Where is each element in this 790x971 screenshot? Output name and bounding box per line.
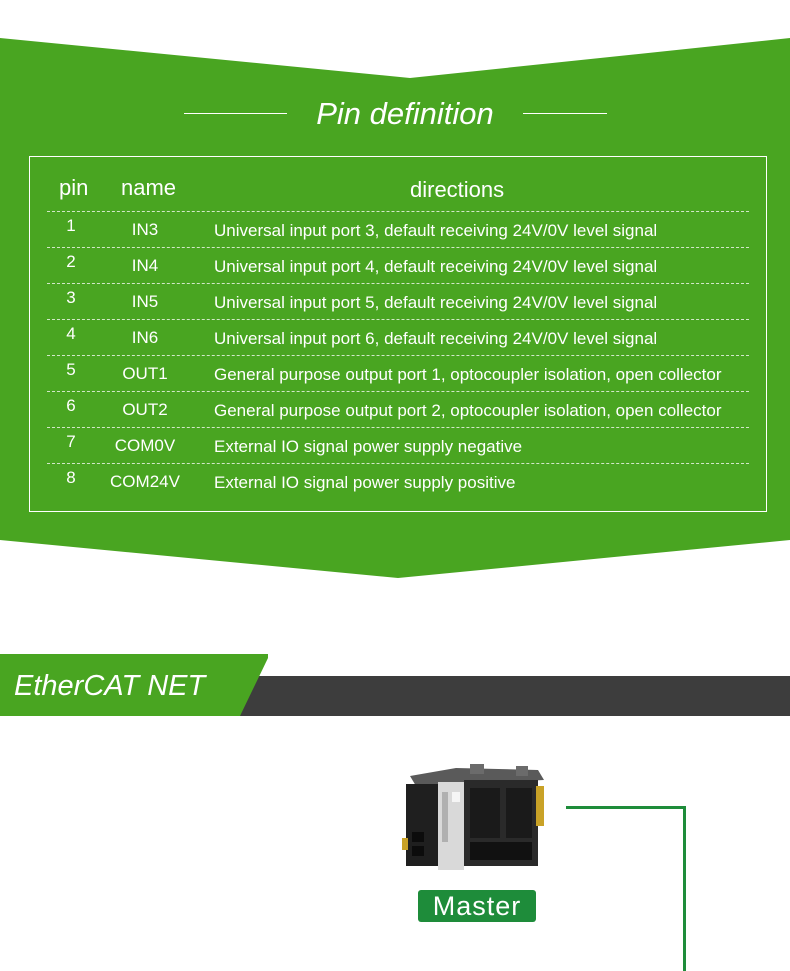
table-row: 6 OUT2 General purpose output port 2, op… — [47, 391, 749, 427]
table-row: 1 IN3 Universal input port 3, default re… — [47, 211, 749, 247]
header-pin: pin — [59, 175, 89, 200]
pin-name: IN3 — [131, 220, 159, 239]
pin-table: pin name directions 1 IN3 Universal inpu… — [29, 156, 767, 512]
pin-number: 1 — [66, 216, 76, 235]
pin-name: OUT1 — [122, 364, 168, 383]
pin-number: 3 — [66, 288, 76, 307]
header-name: name — [121, 175, 177, 200]
pin-number: 6 — [66, 396, 76, 415]
pin-direction: General purpose output port 2, optocoupl… — [214, 401, 722, 420]
pin-name: IN6 — [131, 328, 159, 347]
pin-number: 5 — [66, 360, 76, 379]
pin-number: 4 — [66, 324, 76, 343]
pin-direction: Universal input port 4, default receivin… — [214, 257, 658, 276]
table-row: 8 COM24V External IO signal power supply… — [47, 463, 749, 499]
title-divider-left — [184, 113, 287, 114]
section-title: Pin definition — [0, 92, 790, 136]
ethercat-title: EtherCAT NET — [14, 670, 206, 702]
pin-definition-title: Pin definition — [316, 96, 494, 131]
pin-number: 8 — [66, 468, 76, 487]
title-divider-right — [523, 113, 607, 114]
pin-direction: General purpose output port 1, optocoupl… — [214, 365, 722, 384]
table-row: 5 OUT1 General purpose output port 1, op… — [47, 355, 749, 391]
pin-direction: Universal input port 6, default receivin… — [214, 329, 658, 348]
pin-number: 2 — [66, 252, 76, 271]
pin-name: IN5 — [131, 292, 159, 311]
table-row: 4 IN6 Universal input port 6, default re… — [47, 319, 749, 355]
pin-direction: External IO signal power supply negative — [214, 437, 523, 456]
pin-definition-panel: Pin definition pin name directions 1 IN3… — [0, 38, 790, 578]
pin-name: IN4 — [131, 256, 159, 275]
ethercat-title-tab — [0, 654, 268, 716]
table-row: 3 IN5 Universal input port 5, default re… — [47, 283, 749, 319]
pin-name: OUT2 — [122, 400, 168, 419]
panel-background — [0, 38, 790, 578]
pin-direction: Universal input port 3, default receivin… — [214, 221, 658, 240]
pin-name: COM24V — [110, 472, 180, 491]
pin-number: 7 — [66, 432, 76, 451]
plc-master-device-icon — [402, 764, 544, 870]
pin-direction: Universal input port 5, default receivin… — [214, 293, 658, 312]
connection-line-horizontal — [566, 806, 686, 809]
pin-name: COM0V — [114, 436, 176, 455]
pin-direction: External IO signal power supply positive — [214, 473, 516, 492]
header-directions: directions — [410, 177, 505, 202]
table-row: 2 IN4 Universal input port 4, default re… — [47, 247, 749, 283]
master-label: Master — [418, 890, 536, 922]
connection-line-vertical — [683, 806, 686, 971]
table-row: 7 COM0V External IO signal power supply … — [47, 427, 749, 463]
